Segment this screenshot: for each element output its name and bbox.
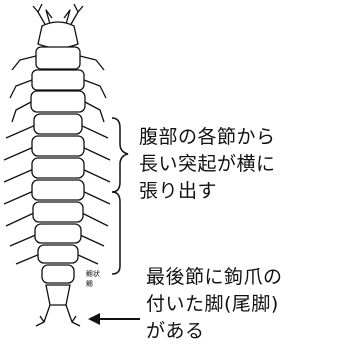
proleg-right	[65, 304, 81, 327]
pronotum	[35, 46, 81, 70]
abdominal-segment	[41, 264, 75, 284]
head	[37, 21, 79, 49]
leg-right-2	[83, 79, 107, 99]
arrow	[88, 313, 140, 325]
abdominal-segment	[3, 179, 111, 205]
leg-right-1	[79, 55, 105, 71]
last-segment	[45, 284, 71, 306]
abdominal-segment	[5, 113, 109, 139]
annotation-line: 腹部の各節から	[139, 126, 276, 148]
metathorax	[30, 90, 86, 113]
abdominal-segment	[15, 244, 99, 265]
leg-left-1	[11, 55, 37, 71]
gill-label-line-1: 鰓状	[86, 269, 100, 278]
annotation-line: 付いた脚(尾脚)	[146, 293, 279, 315]
abdominal-segment	[3, 157, 111, 183]
abdomen	[3, 113, 111, 284]
mesothorax	[31, 69, 85, 91]
annotation-prolegs: 最後節に鉤爪の 付いた脚(尾脚) がある	[146, 264, 283, 345]
brace	[111, 117, 129, 193]
left-antenna	[32, 3, 47, 27]
mandibles	[45, 9, 71, 25]
leg-left-3	[11, 101, 32, 123]
right-antenna	[69, 3, 84, 27]
abdominal-segment	[5, 201, 109, 227]
annotation-line: がある	[146, 320, 205, 342]
abdominal-segment	[9, 223, 105, 247]
proleg-left	[35, 304, 51, 327]
annotation-lateral-processes: 腹部の各節から 長い突起が横に 張り出す	[139, 124, 276, 205]
leg-right-3	[84, 101, 105, 123]
gill-label-line-2: 鰓	[86, 279, 93, 288]
annotation-line: 張り出す	[139, 180, 218, 202]
annotation-line: 最後節に鉤爪の	[146, 266, 283, 288]
annotation-line: 長い突起が横に	[139, 153, 276, 175]
abdominal-segment	[3, 135, 111, 161]
segment-bracket	[111, 191, 121, 275]
leg-left-2	[9, 79, 33, 99]
